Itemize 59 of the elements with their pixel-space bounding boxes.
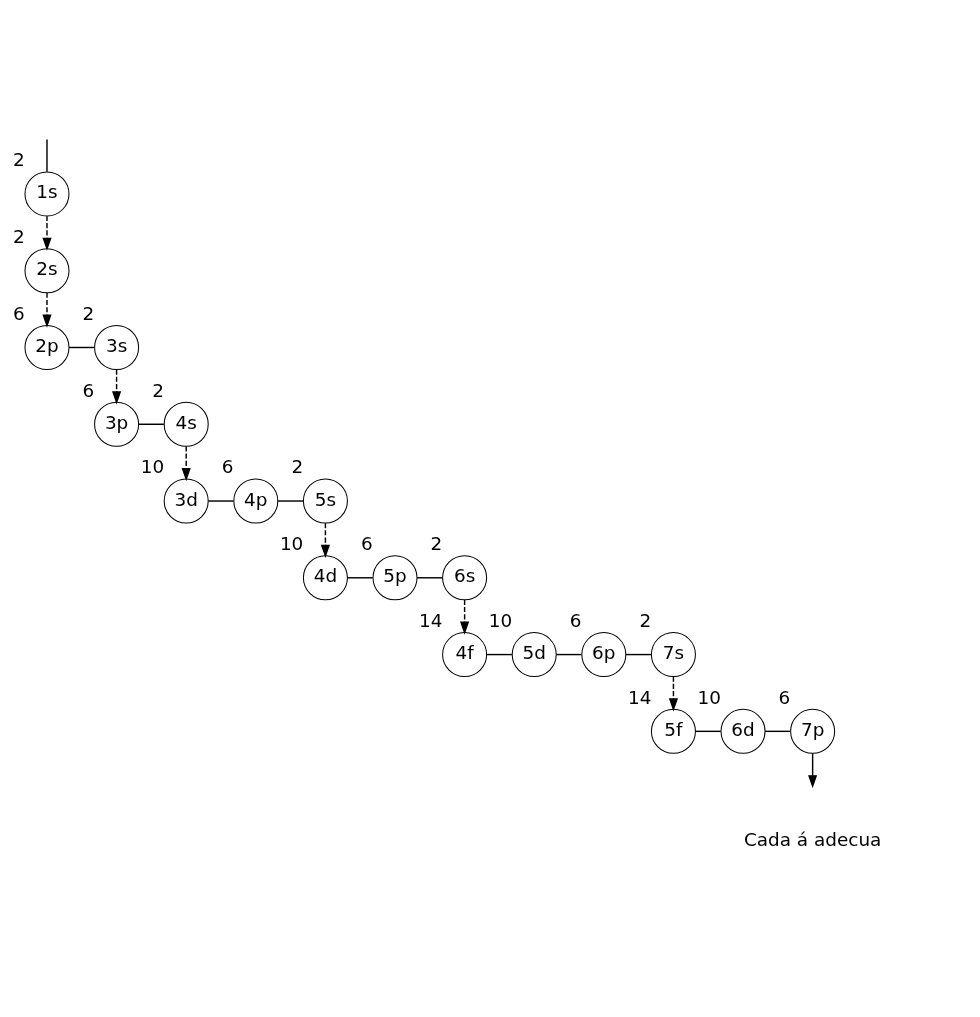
node-circle: 4f: [442, 632, 488, 678]
connector: [68, 346, 95, 349]
node-circle: 2p: [24, 324, 70, 370]
node-label: 6: [82, 379, 95, 401]
node-circle: 4p: [233, 478, 279, 524]
node-label: 2: [82, 302, 95, 324]
node-circle: 3d: [163, 478, 209, 524]
connector: [207, 500, 235, 502]
connector: [764, 730, 792, 733]
node-label: 10: [279, 533, 304, 555]
node-label: 10: [697, 686, 721, 708]
node-circle: 1s: [24, 171, 70, 217]
node-circle: 7s: [650, 632, 696, 678]
connector: [485, 653, 513, 656]
arrow: [668, 676, 678, 712]
arrow: [42, 292, 52, 328]
node-label: 10: [140, 456, 165, 478]
node-circle: 4s: [163, 401, 209, 447]
arrow: [808, 752, 818, 789]
node-label: 6: [778, 686, 791, 708]
node-label: 2: [12, 149, 25, 171]
node-label: 2: [12, 225, 25, 247]
node-label: 2: [291, 456, 304, 478]
label: Cada á adecua: [743, 828, 882, 850]
connector: [277, 500, 304, 502]
node-label: 6: [361, 533, 373, 555]
connector: [555, 653, 583, 656]
connector: [46, 138, 48, 173]
arrow: [181, 445, 191, 482]
connector: [694, 730, 722, 733]
node-label: 2: [639, 609, 652, 631]
node-label: 10: [488, 609, 513, 631]
arrow: [320, 522, 330, 558]
node-label: 14: [419, 609, 443, 631]
node-circle: 5d: [511, 632, 557, 678]
node-circle: 5s: [302, 478, 348, 524]
node-label: 2: [152, 379, 164, 401]
node-label: 14: [627, 686, 652, 708]
node-circle: 3p: [94, 401, 140, 447]
node-label: 6: [12, 302, 25, 324]
connector: [625, 653, 652, 656]
arrow: [112, 369, 122, 405]
node-label: 6: [221, 456, 234, 478]
node-circle: 6p: [581, 632, 627, 678]
node-label: 2: [430, 533, 443, 555]
node-circle: 6s: [442, 555, 488, 601]
node-circle: 2s: [24, 248, 70, 294]
node-circle: 4d: [302, 555, 348, 601]
node-circle: 5p: [372, 555, 418, 601]
node-circle: 3s: [94, 324, 140, 370]
connector: [416, 577, 444, 579]
node-label: 6: [569, 609, 582, 631]
arrow: [460, 599, 470, 635]
node-circle: 7p: [790, 708, 836, 754]
node-circle: 5f: [650, 708, 696, 754]
connector: [346, 577, 374, 579]
connector: [137, 423, 165, 425]
arrow: [42, 215, 52, 251]
node-circle: 6d: [720, 708, 766, 754]
